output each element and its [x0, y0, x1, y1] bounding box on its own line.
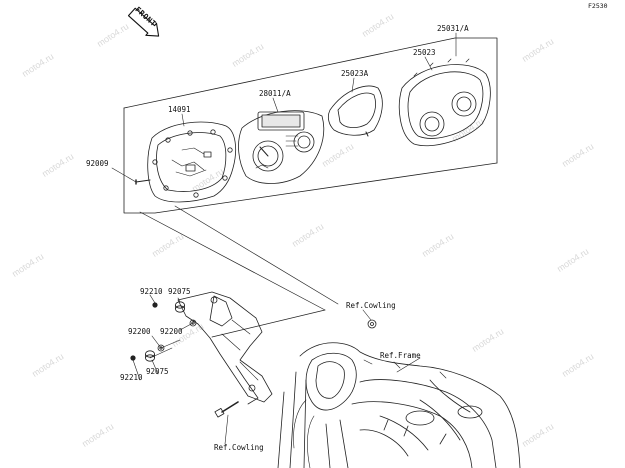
part-label-28011: 28011/A — [259, 89, 291, 98]
part-label-92200-right: 92200 — [160, 327, 183, 336]
ref-label-cowling-bottom: Ref.Cowling — [214, 443, 264, 452]
assembly-frame-box — [123, 37, 498, 214]
front-case-25023 — [398, 58, 491, 147]
part-label-92075-bottom: 92075 — [146, 367, 169, 376]
part-label-92210-bottom: 92210 — [120, 373, 143, 382]
part-label-25023a: 25023A — [341, 69, 369, 78]
rear-cover-14091 — [147, 121, 237, 203]
screw-92009 — [135, 179, 151, 185]
part-label-92009: 92009 — [86, 159, 109, 168]
part-label-25031: 25031/A — [437, 24, 469, 33]
meter-unit-28011 — [238, 110, 325, 184]
motorcycle-frame — [277, 342, 521, 468]
spacer-92075 — [175, 301, 185, 313]
lens-25023a — [327, 85, 383, 137]
part-label-14091: 14091 — [168, 105, 191, 114]
figure-code: F2530 — [588, 2, 608, 10]
leader-lines — [111, 32, 457, 445]
cowling-bolt — [367, 319, 377, 329]
washer-92200 — [157, 319, 197, 352]
front-arrow-icon — [127, 7, 160, 37]
ref-label-cowling-right: Ref.Cowling — [346, 301, 396, 310]
spacer-92075 — [145, 350, 155, 362]
part-label-92210-top: 92210 — [140, 287, 163, 296]
part-label-92200-left: 92200 — [128, 327, 151, 336]
ref-label-frame: Ref.Frame — [380, 351, 421, 360]
part-label-92075-top: 92075 — [168, 287, 191, 296]
part-label-25023: 25023 — [413, 48, 436, 57]
bolt — [214, 401, 239, 418]
projection-lines — [139, 205, 339, 338]
meter-bracket — [177, 291, 273, 405]
